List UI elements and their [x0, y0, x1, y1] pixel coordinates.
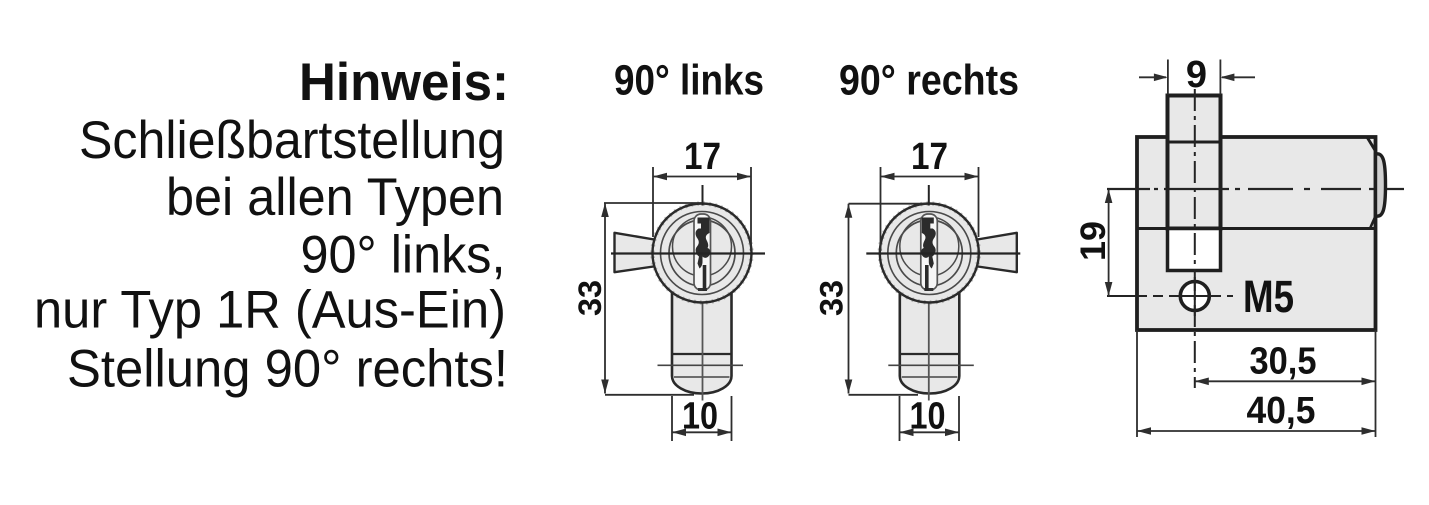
svg-text:90° links: 90° links [614, 57, 764, 105]
svg-text:30,5: 30,5 [1250, 341, 1317, 383]
svg-text:33: 33 [572, 280, 608, 316]
svg-text:9: 9 [1186, 54, 1207, 96]
svg-text:nur Typ 1R (Aus-Ein): nur Typ 1R (Aus-Ein) [34, 281, 506, 340]
svg-text:10: 10 [910, 396, 946, 438]
svg-text:90° links,: 90° links, [301, 226, 506, 285]
svg-text:Schließbartstellung: Schließbartstellung [79, 111, 505, 170]
svg-text:90° rechts: 90° rechts [839, 57, 1019, 105]
svg-text:10: 10 [682, 396, 718, 438]
svg-text:Hinweis:: Hinweis: [299, 53, 509, 112]
svg-text:17: 17 [684, 136, 721, 178]
svg-text:17: 17 [911, 136, 948, 178]
svg-text:bei allen Typen: bei allen Typen [166, 168, 504, 227]
svg-text:M5: M5 [1243, 271, 1294, 322]
svg-text:Stellung 90° rechts!: Stellung 90° rechts! [67, 340, 508, 399]
svg-text:40,5: 40,5 [1247, 390, 1316, 432]
svg-text:33: 33 [814, 280, 850, 316]
svg-text:19: 19 [1074, 221, 1113, 261]
